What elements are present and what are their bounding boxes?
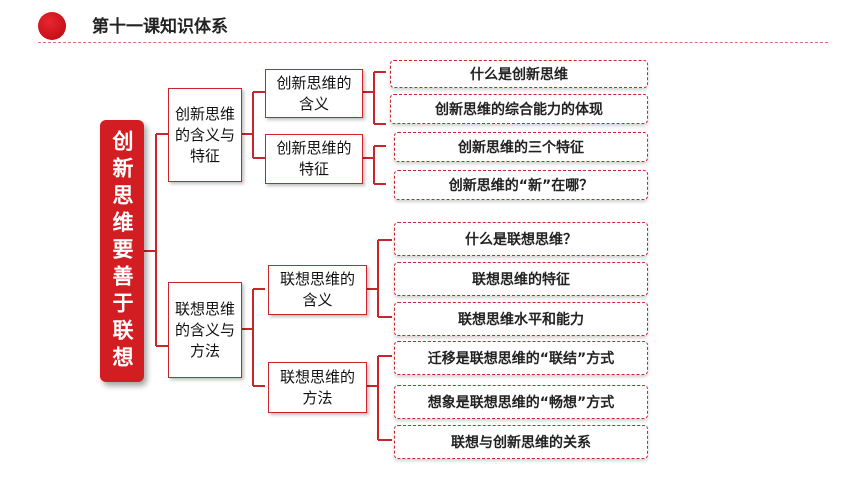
leaf-item: 联想与创新思维的关系 xyxy=(394,425,648,459)
root-node: 创新思维要善于联想 xyxy=(100,120,144,382)
branch-associative-thinking: 联想思维的含义与方法 xyxy=(168,282,242,378)
leaf-item: 迁移是联想思维的“联结”方式 xyxy=(394,341,648,375)
node-creative-features: 创新思维的特征 xyxy=(265,134,363,184)
leaf-item: 创新思维的综合能力的体现 xyxy=(390,94,648,124)
node-associative-methods: 联想思维的方法 xyxy=(268,362,367,413)
header-bullet-icon xyxy=(38,12,66,40)
node-associative-meaning: 联想思维的含义 xyxy=(268,265,367,315)
branch-label: 联想思维的含义与方法 xyxy=(175,299,236,360)
branch-creative-thinking: 创新思维的含义与特征 xyxy=(168,88,242,182)
header-divider xyxy=(38,42,828,43)
leaf-item: 联想思维的特征 xyxy=(394,262,648,296)
leaf-item: 想象是联想思维的“畅想”方式 xyxy=(394,385,648,419)
node-label: 联想思维的方法 xyxy=(279,367,355,407)
leaf-item: 什么是创新思维 xyxy=(390,60,648,88)
page-title: 第十一课知识体系 xyxy=(92,17,228,37)
leaf-item: 联想思维水平和能力 xyxy=(394,302,648,336)
leaf-item: 创新思维的三个特征 xyxy=(394,132,648,162)
leaf-item: 创新思维的“新”在哪？ xyxy=(394,170,648,200)
branch-label: 创新思维的含义与特征 xyxy=(175,104,236,165)
leaf-item: 什么是联想思维？ xyxy=(394,222,648,256)
node-creative-meaning: 创新思维的含义 xyxy=(265,69,363,118)
node-label: 创新思维的含义 xyxy=(276,73,352,113)
node-label: 创新思维的特征 xyxy=(276,139,352,178)
root-label: 创新思维要善于联想 xyxy=(110,129,134,373)
node-label: 联想思维的含义 xyxy=(279,270,355,309)
